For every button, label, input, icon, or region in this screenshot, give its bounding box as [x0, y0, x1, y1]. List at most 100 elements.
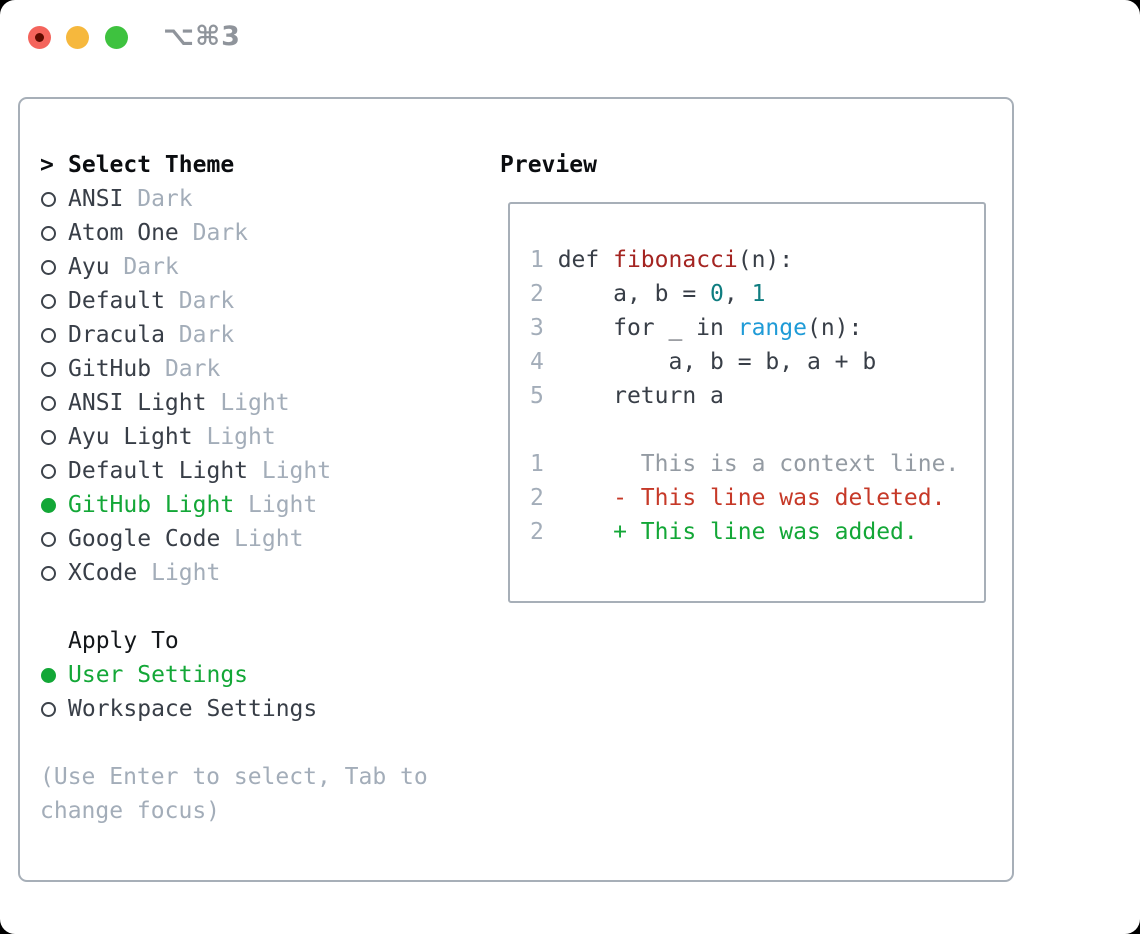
window-title-shortcut: ⌥⌘3: [163, 21, 241, 52]
menu-prompt-marker: >: [40, 148, 68, 182]
line-number: 2: [530, 281, 544, 307]
code-line: 2 + This line was added.: [530, 515, 984, 549]
close-dot-icon: [35, 33, 44, 42]
theme-name: ANSI: [68, 186, 124, 212]
help-line: (Use Enter to select, Tab to: [40, 764, 428, 790]
code-line: [530, 413, 984, 447]
theme-name: ANSI Light: [68, 390, 207, 416]
theme-name: Default Light: [68, 458, 249, 484]
code-segment-deleted: - This line was deleted.: [543, 485, 946, 511]
zoom-button[interactable]: [105, 26, 128, 49]
theme-variant-tag: Light: [192, 424, 276, 450]
theme-name: Ayu: [68, 254, 110, 280]
theme-option-ansi[interactable]: ANSI Dark: [40, 182, 470, 216]
minimize-button[interactable]: [66, 26, 89, 49]
line-number: 4: [530, 349, 544, 375]
radio-selected-icon: [41, 497, 56, 513]
radio-unselected-icon: [41, 463, 56, 479]
code-segment-plain: a, b =: [543, 281, 711, 307]
code-line: 1 def fibonacci(n):: [530, 243, 984, 277]
theme-option-ayu-light[interactable]: Ayu Light Light: [40, 420, 470, 454]
theme-option-default-light[interactable]: Default Light Light: [40, 454, 470, 488]
radio-unselected-icon: [41, 531, 56, 547]
apply-option-workspace-settings[interactable]: Workspace Settings: [40, 692, 470, 726]
theme-option-default[interactable]: Default Dark: [40, 284, 470, 318]
theme-option-github[interactable]: GitHub Dark: [40, 352, 470, 386]
radio-marker: [40, 259, 68, 275]
theme-name: Default: [68, 288, 165, 314]
radio-marker: [40, 327, 68, 343]
code-segment-plain: ,: [723, 281, 752, 307]
code-line: 1 This is a context line.: [530, 447, 984, 481]
radio-marker: [40, 191, 68, 207]
theme-name: GitHub Light: [68, 492, 235, 518]
code-segment-function: fibonacci: [613, 247, 738, 273]
code-line: 2 a, b = 0, 1: [530, 277, 984, 311]
radio-marker: [40, 667, 68, 683]
theme-variant-tag: Light: [206, 390, 290, 416]
radio-marker: [40, 531, 68, 547]
radio-unselected-icon: [41, 225, 56, 241]
code-segment-added: + This line was added.: [543, 519, 918, 545]
menu-header-row: > Select Theme: [40, 148, 470, 182]
line-number: 3: [530, 315, 544, 341]
radio-unselected-icon: [41, 293, 56, 309]
theme-variant-tag: Light: [137, 560, 221, 586]
code-segment-plain: return a: [543, 383, 724, 409]
theme-option-ayu[interactable]: Ayu Dark: [40, 250, 470, 284]
code-segment-plain: a, b = b, a + b: [543, 349, 877, 375]
radio-unselected-icon: [41, 565, 56, 581]
radio-selected-icon: [41, 667, 56, 683]
theme-variant-tag: Dark: [164, 322, 235, 348]
radio-unselected-icon: [41, 327, 56, 343]
theme-name: Dracula: [68, 322, 165, 348]
theme-option-atom-one[interactable]: Atom One Dark: [40, 216, 470, 250]
radio-unselected-icon: [41, 361, 56, 377]
theme-option-ansi-light[interactable]: ANSI Light Light: [40, 386, 470, 420]
code-segment-plain: (n):: [806, 315, 863, 341]
spacer-row: [40, 726, 470, 760]
radio-marker: [40, 361, 68, 377]
theme-option-xcode[interactable]: XCode Light: [40, 556, 470, 590]
code-segment-plain: for _ in: [543, 315, 738, 341]
radio-marker: [40, 701, 68, 717]
close-button[interactable]: [28, 26, 51, 49]
theme-variant-tag: Light: [248, 458, 332, 484]
theme-variant-tag: Dark: [151, 356, 221, 382]
theme-variant-tag: Light: [234, 492, 318, 518]
line-number: 5: [530, 383, 544, 409]
apply-option-name: Workspace Settings: [68, 696, 318, 722]
spacer-row: [40, 590, 470, 624]
radio-marker: [40, 293, 68, 309]
theme-variant-tag: Dark: [178, 220, 249, 246]
line-number: 2: [530, 519, 544, 545]
code-line: 3 for _ in range(n):: [530, 311, 984, 345]
titlebar: ⌥⌘3: [0, 0, 1140, 75]
theme-name: Google Code: [68, 526, 221, 552]
code-line: 4 a, b = b, a + b: [530, 345, 984, 379]
radio-marker: [40, 497, 68, 513]
radio-marker: [40, 565, 68, 581]
radio-unselected-icon: [41, 429, 56, 445]
apply-to-header-row: Apply To: [40, 624, 470, 658]
radio-marker: [40, 429, 68, 445]
apply-option-name: User Settings: [68, 662, 249, 688]
theme-name: Ayu Light: [68, 424, 193, 450]
radio-unselected-icon: [41, 701, 56, 717]
radio-unselected-icon: [41, 395, 56, 411]
theme-name: GitHub: [68, 356, 152, 382]
line-number: 2: [530, 485, 544, 511]
preview-title: Preview: [500, 152, 597, 178]
apply-option-user-settings[interactable]: User Settings: [40, 658, 470, 692]
code-segment-context: This is a context line.: [543, 451, 960, 477]
theme-option-google-code[interactable]: Google Code Light: [40, 522, 470, 556]
theme-option-dracula[interactable]: Dracula Dark: [40, 318, 470, 352]
code-segment-number: 1: [751, 281, 766, 307]
theme-option-github-light[interactable]: GitHub Light Light: [40, 488, 470, 522]
line-number: 1: [530, 451, 544, 477]
apply-to-title: Apply To: [68, 628, 179, 654]
